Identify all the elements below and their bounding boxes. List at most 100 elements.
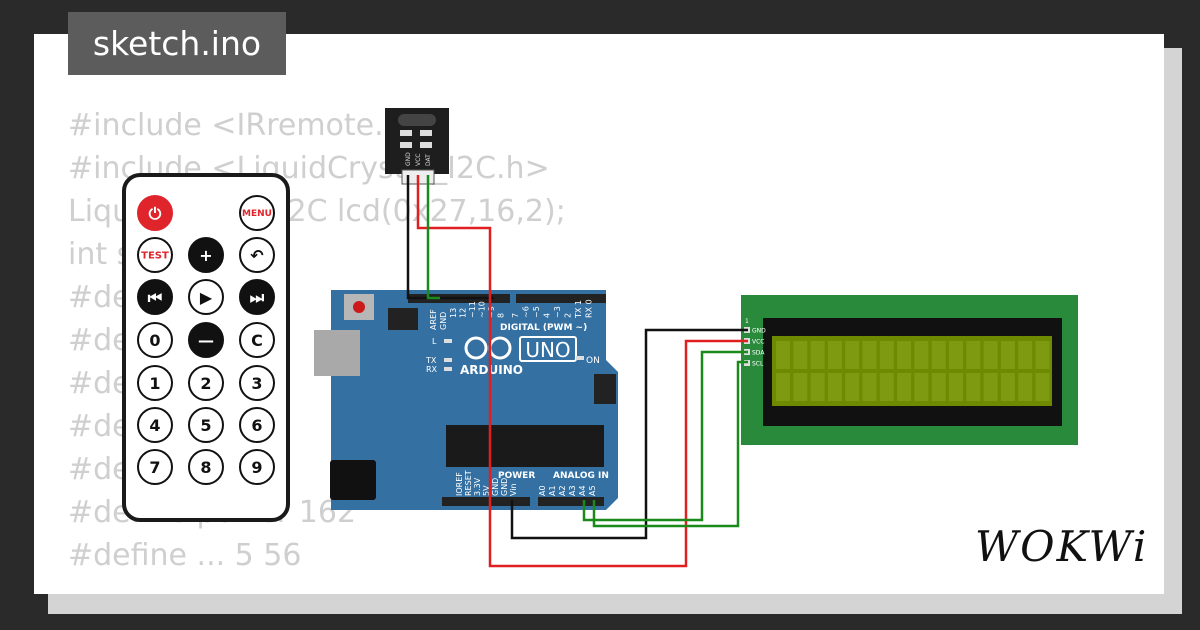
remote-button-label: 8: [200, 458, 211, 477]
lcd-cell: [1035, 341, 1050, 369]
on-label: ON: [586, 356, 600, 366]
remote-button[interactable]: 2: [188, 365, 224, 401]
remote-button-label: 6: [251, 416, 262, 435]
power-pin-label: 3.3V: [473, 477, 482, 496]
lcd-cell: [827, 341, 842, 369]
remote-button-label: ⏻: [149, 204, 162, 223]
file-tab[interactable]: sketch.ino: [68, 12, 286, 75]
remote-button-label: 4: [149, 416, 160, 435]
power-pin-label: GND: [500, 478, 509, 496]
digital-pin-label: 4: [543, 313, 552, 318]
lcd-cell: [983, 373, 998, 401]
digital-pin-label: ~9: [487, 306, 496, 318]
power-header: [442, 497, 530, 506]
digital-pin-label: 8: [497, 313, 506, 318]
usb-port: [314, 330, 360, 376]
digital-header-right: [516, 294, 606, 303]
analog-pin-label: A5: [588, 485, 597, 496]
remote-button[interactable]: 6: [239, 407, 275, 443]
remote-button[interactable]: 9: [239, 449, 275, 485]
remote-button[interactable]: 4: [137, 407, 173, 443]
ir-pin-label: VCC: [415, 154, 422, 166]
digital-pin-label: ~5: [532, 306, 541, 318]
lcd-cell: [983, 341, 998, 369]
code-line: #define ... 5 56: [68, 538, 302, 573]
ir-pin-label: GND: [405, 152, 412, 166]
analog-pin-label: A4: [578, 485, 587, 496]
remote-button-label: 0: [149, 331, 160, 350]
lcd-cell: [776, 341, 790, 369]
lcd-cell: [793, 373, 808, 401]
remote-button[interactable]: ⏻: [137, 195, 173, 231]
lcd-cell: [897, 341, 912, 369]
remote-button[interactable]: 8: [188, 449, 224, 485]
power-jack: [330, 460, 376, 500]
remote-button[interactable]: ⏮: [137, 279, 173, 315]
digital-pin-label: 2: [564, 313, 573, 318]
digital-pin-label: ~3: [553, 306, 562, 318]
remote-button[interactable]: 7: [137, 449, 173, 485]
remote-button-label: 9: [251, 458, 262, 477]
lcd-cell: [862, 341, 877, 369]
lcd-cell: [793, 341, 808, 369]
wires: [406, 175, 748, 568]
remote-button[interactable]: ⏭: [239, 279, 275, 315]
analog-pin-label: A3: [568, 485, 577, 496]
board-model: UNO: [525, 338, 570, 362]
lcd-cell: [1018, 373, 1033, 401]
remote-button[interactable]: —: [188, 322, 224, 358]
analog-label: ANALOG IN: [553, 471, 609, 481]
atmega-chip: [446, 425, 604, 467]
lcd-cell: [862, 373, 877, 401]
remote-button[interactable]: C: [239, 322, 275, 358]
analog-pin-label: A0: [538, 485, 547, 496]
remote-button-label: MENU: [242, 209, 272, 219]
power-pin-label: 5V: [482, 485, 491, 496]
lcd-cell: [879, 341, 894, 369]
remote-button-label: 5: [200, 416, 211, 435]
remote-button[interactable]: 1: [137, 365, 173, 401]
lcd-cell: [845, 341, 860, 369]
lcd-pin-label: GND: [752, 328, 766, 335]
remote-button[interactable]: 0: [137, 322, 173, 358]
remote-button[interactable]: +: [188, 237, 224, 273]
lcd-cell: [931, 373, 946, 401]
wokwi-logo: WOKWi: [975, 522, 1149, 571]
remote-button[interactable]: 3: [239, 365, 275, 401]
remote-button-label: 1: [149, 374, 160, 393]
lcd-cell: [931, 341, 946, 369]
rx-label: RX: [426, 365, 438, 374]
remote-button[interactable]: MENU: [239, 195, 275, 231]
remote-button[interactable]: ▶: [188, 279, 224, 315]
remote-button[interactable]: 5: [188, 407, 224, 443]
digital-pin-label: RX 0: [585, 299, 594, 318]
digital-pin-label: 7: [511, 313, 520, 318]
remote-button[interactable]: ↶: [239, 237, 275, 273]
digital-label: DIGITAL (PWM ~): [500, 323, 587, 333]
tx-label: TX: [425, 356, 437, 365]
remote-button-label: ▶: [200, 288, 213, 307]
gnd-label: GND: [439, 312, 448, 330]
digital-pin-label: ~11: [468, 301, 477, 318]
digital-pin-label: 13: [449, 308, 458, 318]
remote-button[interactable]: TEST: [137, 237, 173, 273]
analog-header: [538, 497, 604, 506]
lcd-cell: [1000, 373, 1015, 401]
remote-button-label: ⏭: [250, 288, 265, 307]
lcd-cell: [949, 341, 963, 369]
lcd-pin-label: SCL: [752, 361, 764, 368]
lcd-cell: [827, 373, 842, 401]
lcd-cell: [810, 341, 825, 369]
analog-pin-label: A1: [548, 485, 557, 496]
lcd-cell: [966, 341, 981, 369]
lcd-cell: [914, 373, 929, 401]
lcd-pin-label: VCC: [752, 339, 764, 346]
remote-button-label: —: [198, 331, 214, 350]
lcd-cell: [879, 373, 894, 401]
lcd-cell: [776, 373, 790, 401]
arduino-uno-board[interactable]: UNO ARDUINO DIGITAL (PWM ~) POWER ANALOG…: [314, 290, 618, 510]
remote-button-label: C: [251, 331, 263, 350]
